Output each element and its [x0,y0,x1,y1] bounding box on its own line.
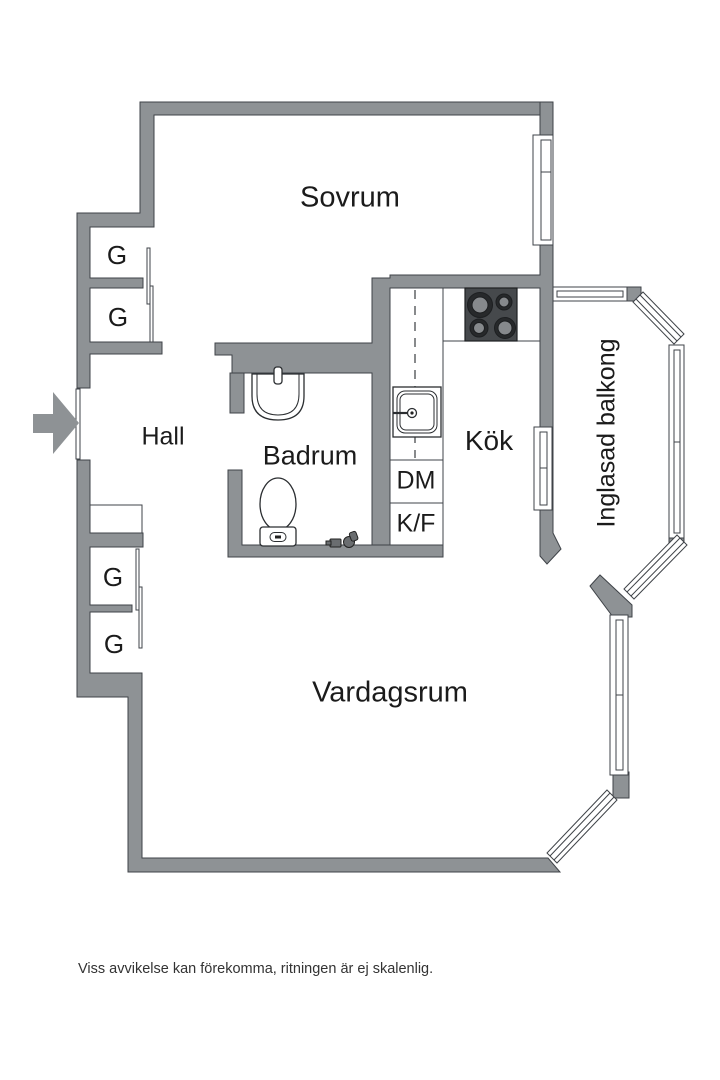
stove [464,287,518,342]
wall-bottom-left-complex [76,459,562,873]
hall-niche [89,504,143,534]
appliance-label-dishwasher: DM [396,466,436,495]
bedroom-window [532,134,554,246]
appliance-label-fridge-freezer: K/F [396,509,436,538]
closet-label-1: G [106,240,128,270]
closet-label-2: G [107,302,129,332]
bay-window-diagonal [546,789,618,864]
bay-window-right [609,614,629,776]
kitchen-window [533,426,553,511]
fridge-freezer-box [389,502,444,546]
room-label-balcony: Inglasad balkong [592,338,621,528]
closet-label-4: G [103,629,125,659]
closet-label-3: G [102,562,124,592]
bathroom-fixtures [251,366,359,548]
kitchen-sink [392,386,442,438]
wall-right-complex [214,101,562,565]
wall-top-left-complex [76,101,541,389]
balcony-window-ne [632,291,685,345]
kitchen-fixtures [389,287,541,546]
windows [532,134,688,864]
room-label-kitchen: Kök [464,425,514,456]
washbasin [251,366,305,421]
closet-sliding-doors [135,247,154,649]
wall-bathroom-left-upper [229,372,245,414]
floor-drain-valves [325,530,359,548]
wall-balcony-elbow [589,574,633,618]
room-label-living-room: Vardagsrum [312,676,468,709]
wall-bay-stub [612,771,630,799]
balcony-window-top [552,286,628,302]
room-label-bathroom: Badrum [262,440,358,471]
room-label-bedroom: Sovrum [300,181,400,214]
entrance-arrow-icon [33,392,79,454]
balcony-window-right [668,344,685,539]
toilet [259,477,297,547]
balcony-window-se [623,534,688,600]
dishwasher-box [389,459,444,504]
disclaimer-text: Viss avvikelse kan förekomma, ritningen … [78,961,434,977]
room-label-hall: Hall [141,422,185,451]
